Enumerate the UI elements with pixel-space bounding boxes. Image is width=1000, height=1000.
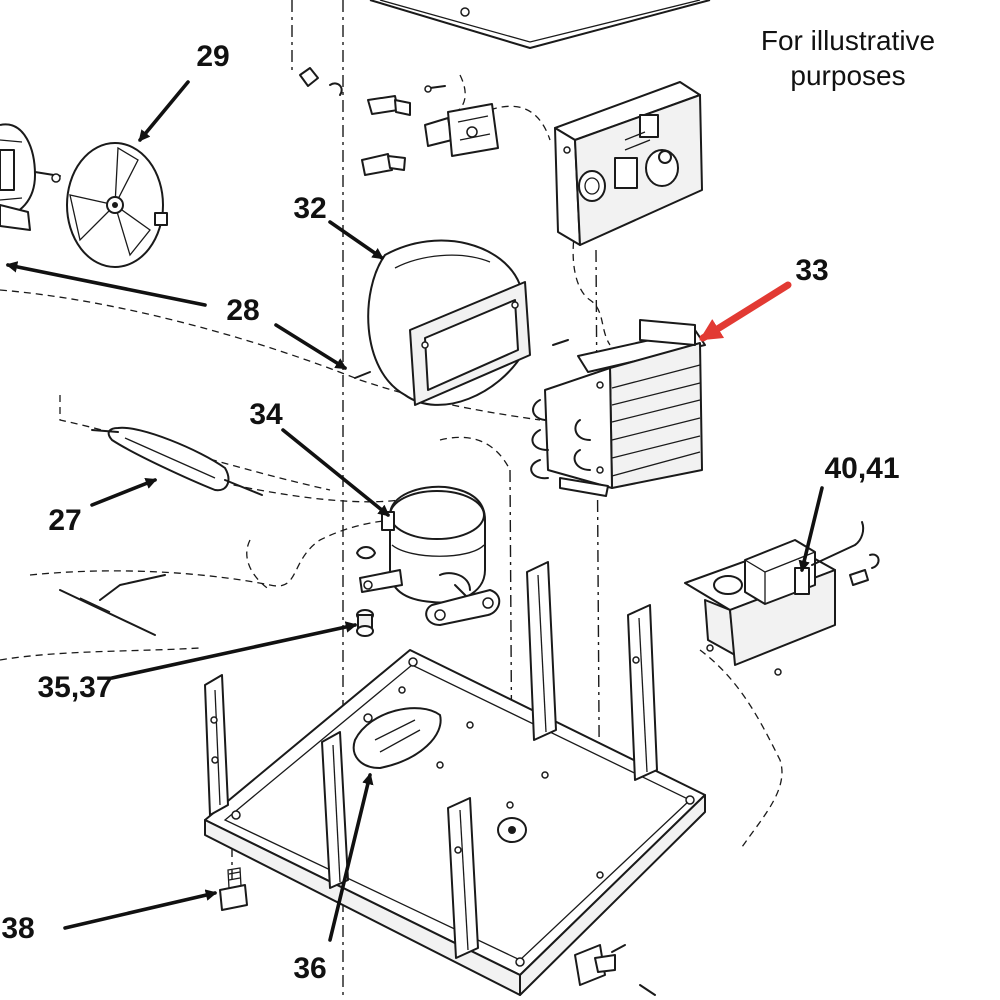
arrow-28-left xyxy=(5,261,207,307)
fan-blade xyxy=(51,142,168,268)
arrow-36 xyxy=(328,772,374,942)
control-box xyxy=(554,81,703,246)
callout-29: 29 xyxy=(196,40,229,73)
leader-arrows xyxy=(5,80,824,942)
callout-38: 38 xyxy=(1,912,34,945)
illustrative-note: For illustrative purposes xyxy=(761,25,935,91)
compressor xyxy=(356,485,501,626)
top-cover-plate xyxy=(369,0,711,49)
callout-33: 33 xyxy=(795,254,828,287)
leveling-leg xyxy=(219,867,248,911)
callout-40-41: 40,41 xyxy=(824,452,899,485)
arrow-28-right xyxy=(274,323,347,370)
arrow-38 xyxy=(63,889,218,930)
callout-labels: 29 28 32 33 34 27 35,37 36 38 40,41 xyxy=(1,40,899,985)
callout-32: 32 xyxy=(293,192,326,225)
condenser-coil xyxy=(530,319,706,497)
arrow-27 xyxy=(90,478,158,507)
callout-34: 34 xyxy=(249,398,283,431)
callout-36: 36 xyxy=(293,952,326,985)
fan-shroud xyxy=(354,239,531,406)
fan-motor xyxy=(0,123,61,231)
condensate-pump xyxy=(684,521,880,676)
highlight-arrow-33 xyxy=(699,281,792,342)
arrow-40-41 xyxy=(798,486,824,573)
arrow-32 xyxy=(328,220,384,260)
corner-bracket xyxy=(574,944,656,996)
support-posts xyxy=(204,561,658,959)
arrow-35-37 xyxy=(110,621,358,680)
note-line-2: purposes xyxy=(790,60,905,91)
arrow-29 xyxy=(138,80,190,142)
callout-27: 27 xyxy=(48,504,81,537)
water-valve-assembly xyxy=(299,67,499,176)
callout-28: 28 xyxy=(226,294,259,327)
arrow-34 xyxy=(281,428,390,517)
callout-35-37: 35,37 xyxy=(37,671,112,704)
capillary-line xyxy=(59,574,166,636)
note-line-1: For illustrative xyxy=(761,25,935,56)
grommet-and-washer xyxy=(356,609,374,637)
filter-drier xyxy=(91,426,263,496)
